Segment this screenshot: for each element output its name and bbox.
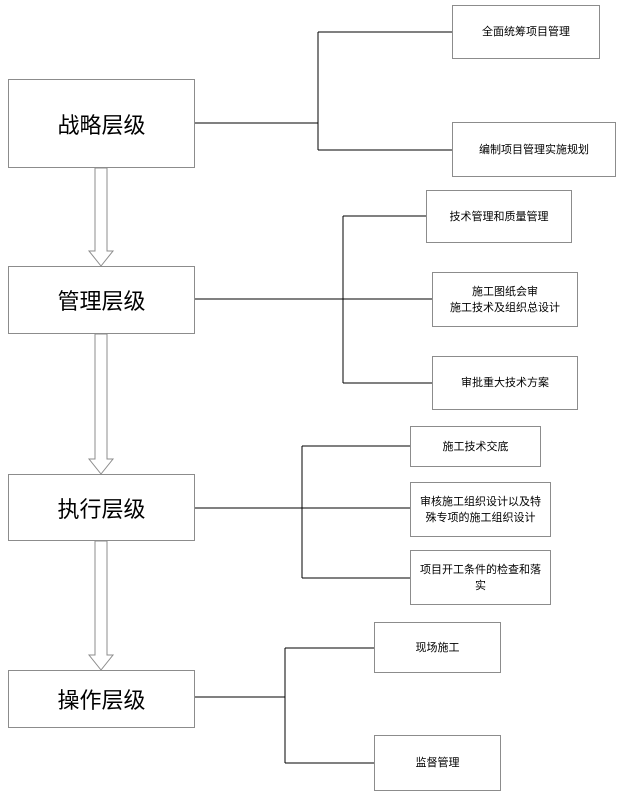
task-box: 现场施工 xyxy=(374,622,501,673)
task-box: 审批重大技术方案 xyxy=(432,356,578,410)
task-label: 现场施工 xyxy=(415,640,460,654)
task-box: 全面统筹项目管理 xyxy=(452,5,600,59)
task-box: 施工图纸会审 施工技术及组织总设计 xyxy=(432,272,578,327)
level-box-execution: 执行层级 xyxy=(8,474,195,541)
task-label: 审核施工组织设计以及特殊专项的施工组织设计 xyxy=(420,494,541,524)
level-box-strategy: 战略层级 xyxy=(8,79,195,168)
task-box: 监督管理 xyxy=(374,735,501,791)
level-box-management: 管理层级 xyxy=(8,266,195,334)
level-label: 管理层级 xyxy=(57,290,146,315)
task-box: 施工技术交底 xyxy=(410,426,541,467)
down-arrow-2 xyxy=(87,333,115,475)
task-label: 技术管理和质量管理 xyxy=(449,209,549,223)
task-label: 全面统筹项目管理 xyxy=(482,25,570,38)
task-box: 技术管理和质量管理 xyxy=(426,190,572,243)
task-box: 项目开工条件的检查和落实 xyxy=(410,550,551,605)
level-label: 执行层级 xyxy=(57,497,146,523)
task-box: 编制项目管理实施规划 xyxy=(452,122,616,177)
task-label: 施工图纸会审 施工技术及组织总设计 xyxy=(450,284,560,314)
task-label: 施工技术交底 xyxy=(442,439,509,453)
task-label: 监督管理 xyxy=(415,756,460,769)
task-label: 编制项目管理实施规划 xyxy=(479,142,589,156)
level-label: 战略层级 xyxy=(57,113,146,139)
task-label: 审批重大技术方案 xyxy=(461,376,549,389)
task-box: 审核施工组织设计以及特殊专项的施工组织设计 xyxy=(410,482,551,537)
level-box-operation: 操作层级 xyxy=(8,670,195,728)
level-label: 操作层级 xyxy=(57,689,146,714)
task-label: 项目开工条件的检查和落实 xyxy=(420,562,541,592)
down-arrow-1 xyxy=(87,167,115,267)
down-arrow-3 xyxy=(87,540,115,671)
